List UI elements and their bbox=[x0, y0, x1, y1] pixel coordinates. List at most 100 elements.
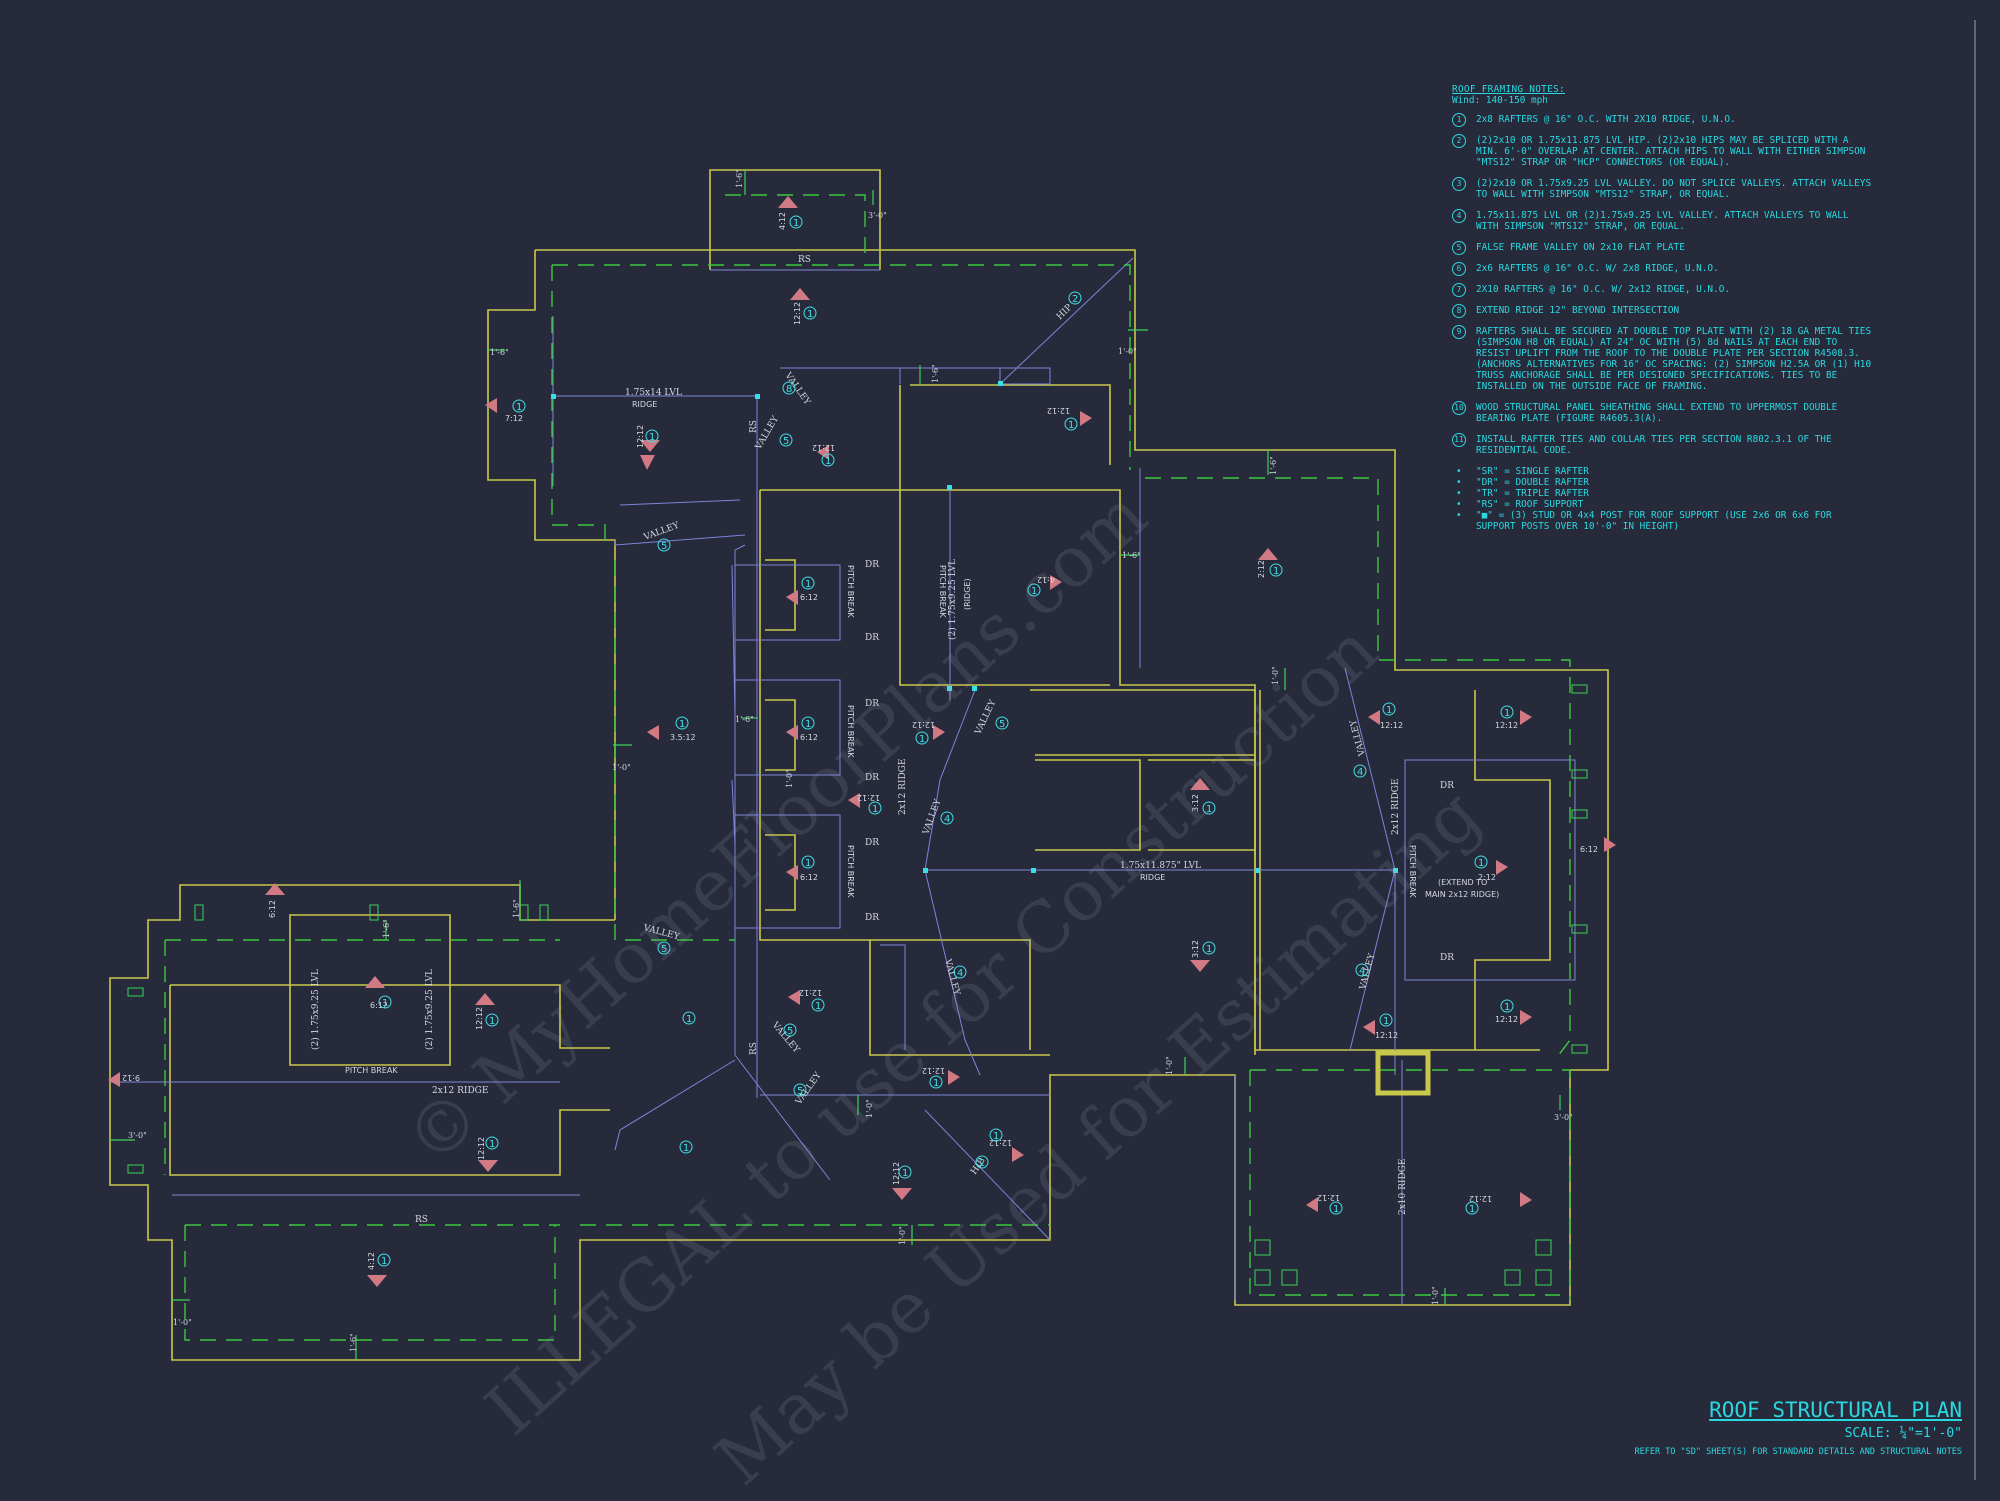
svg-text:1: 1 bbox=[805, 579, 811, 590]
svg-text:1: 1 bbox=[919, 734, 925, 745]
svg-text:6:12: 6:12 bbox=[800, 873, 818, 882]
svg-text:1'-6": 1'-6" bbox=[382, 919, 391, 938]
svg-text:1'-6": 1'-6" bbox=[1122, 551, 1141, 560]
svg-text:3'-0": 3'-0" bbox=[128, 1131, 147, 1140]
svg-text:1'-6": 1'-6" bbox=[735, 169, 744, 188]
svg-text:1: 1 bbox=[1206, 944, 1212, 955]
note-item: 9 RAFTERS SHALL BE SECURED AT DOUBLE TOP … bbox=[1452, 325, 1872, 392]
note-text: EXTEND RIDGE 12" BEYOND INTERSECTION bbox=[1476, 305, 1680, 316]
svg-text:1'-0": 1'-0" bbox=[898, 1226, 907, 1245]
svg-text:1: 1 bbox=[1478, 858, 1484, 869]
legend-item: "TR" = TRIPLE RAFTER bbox=[1452, 488, 1872, 499]
svg-text:12:12: 12:12 bbox=[922, 1066, 945, 1075]
svg-text:1: 1 bbox=[902, 1168, 908, 1179]
svg-text:1: 1 bbox=[805, 858, 811, 869]
svg-text:1: 1 bbox=[1469, 1204, 1475, 1215]
label-lvl-vertical: (2) 1.75x9.25 LVL bbox=[947, 559, 958, 640]
svg-text:1: 1 bbox=[805, 719, 811, 730]
svg-text:1'-0": 1'-0" bbox=[865, 1099, 874, 1118]
svg-text:12:12: 12:12 bbox=[1380, 721, 1403, 730]
note-tags bbox=[377, 215, 1514, 1267]
note-item: 3(2)2x10 OR 1.75x9.25 LVL VALLEY. DO NOT… bbox=[1452, 177, 1872, 200]
svg-text:12:12: 12:12 bbox=[1469, 1194, 1492, 1203]
svg-text:1: 1 bbox=[1504, 1002, 1510, 1013]
svg-text:5: 5 bbox=[999, 719, 1005, 730]
svg-text:1: 1 bbox=[793, 218, 799, 229]
svg-text:1: 1 bbox=[815, 1001, 821, 1012]
svg-text:6:12: 6:12 bbox=[268, 900, 277, 918]
svg-text:5: 5 bbox=[661, 944, 667, 955]
svg-text:1: 1 bbox=[1273, 566, 1279, 577]
label-extend-2: MAIN 2x12 RIDGE) bbox=[1425, 890, 1499, 899]
note-text: 1.75x11.875 LVL OR (2)1.75x9.25 LVL VALL… bbox=[1476, 210, 1849, 232]
svg-text:7:12: 7:12 bbox=[505, 414, 523, 423]
label-pitch-break-3: PITCH BREAK bbox=[846, 845, 855, 898]
svg-text:RS: RS bbox=[749, 1042, 759, 1055]
svg-text:DR: DR bbox=[865, 699, 879, 709]
svg-text:3'-0": 3'-0" bbox=[868, 211, 887, 220]
svg-text:4: 4 bbox=[1359, 966, 1365, 977]
label-ridge-main: 1.75x14 LVL bbox=[625, 388, 682, 398]
notes-title: ROOF FRAMING NOTES: bbox=[1452, 84, 1565, 95]
dimension-text: 1'-6" 3'-0" 1'-6" 1'-0" 1'-6" 1'-6" 1'-6… bbox=[128, 169, 1573, 1352]
svg-text:VALLEY: VALLEY bbox=[973, 698, 999, 737]
note-text: 2x6 RAFTERS @ 16" O.C. W/ 2x8 RIDGE, U.N… bbox=[1476, 263, 1719, 274]
svg-text:1'-0": 1'-0" bbox=[1165, 1056, 1174, 1075]
svg-text:12:12: 12:12 bbox=[912, 720, 935, 729]
bearing-marks bbox=[127, 684, 1588, 1286]
notes-legend: "SR" = SINGLE RAFTER"DR" = DOUBLE RAFTER… bbox=[1452, 466, 1872, 532]
svg-text:12:12: 12:12 bbox=[1495, 721, 1518, 730]
note-text: RAFTERS SHALL BE SECURED AT DOUBLE TOP P… bbox=[1476, 326, 1872, 392]
note-text: (2)2x10 OR 1.75x11.875 LVL HIP. (2)2x10 … bbox=[1476, 135, 1866, 168]
svg-text:1'-0": 1'-0" bbox=[173, 1318, 192, 1327]
svg-text:4: 4 bbox=[944, 814, 950, 825]
svg-text:1: 1 bbox=[1386, 705, 1392, 716]
svg-text:1'-6": 1'-6" bbox=[735, 715, 754, 724]
svg-text:1: 1 bbox=[489, 1016, 495, 1027]
hip-labels: HIP HIP bbox=[969, 303, 1074, 1177]
note-text: 2X10 RAFTERS @ 16" O.C. W/ 2x12 RIDGE, U… bbox=[1476, 284, 1730, 295]
svg-text:1: 1 bbox=[872, 804, 878, 815]
note-item: 2 (2)2x10 OR 1.75x11.875 LVL HIP. (2)2x10… bbox=[1452, 134, 1872, 168]
label-ridge-center: RIDGE bbox=[1140, 873, 1165, 882]
label-ridge-word: RIDGE bbox=[632, 400, 657, 409]
svg-text:6:12: 6:12 bbox=[1580, 845, 1598, 854]
svg-text:DR: DR bbox=[865, 913, 879, 923]
svg-text:DR: DR bbox=[865, 560, 879, 570]
svg-text:1'-6": 1'-6" bbox=[349, 1333, 358, 1352]
svg-text:DR: DR bbox=[865, 773, 879, 783]
svg-text:HIP: HIP bbox=[1055, 303, 1074, 322]
svg-text:2:12: 2:12 bbox=[1478, 873, 1496, 882]
label-lvl-left-a: (2) 1.75x9.25 LVL bbox=[310, 969, 321, 1050]
svg-text:3:12: 3:12 bbox=[1191, 940, 1200, 958]
svg-text:5: 5 bbox=[661, 541, 667, 552]
svg-text:12:12: 12:12 bbox=[793, 302, 802, 325]
svg-text:VALLEY: VALLEY bbox=[921, 797, 944, 837]
svg-text:6:12: 6:12 bbox=[800, 733, 818, 742]
svg-text:VALLEY: VALLEY bbox=[1348, 718, 1368, 758]
note-number: 1 bbox=[1452, 113, 1466, 127]
legend-item: "DR" = DOUBLE RAFTER bbox=[1452, 477, 1872, 488]
note-number: 9 bbox=[1452, 325, 1466, 339]
valley-labels: VALLEY VALLEY VALLEY VALLEY VALLEY VALLE… bbox=[641, 370, 1377, 1107]
svg-text:1: 1 bbox=[1333, 1204, 1339, 1215]
label-pitch-break-5: PITCH BREAK bbox=[1408, 845, 1417, 898]
svg-text:12:12: 12:12 bbox=[1047, 406, 1070, 415]
svg-text:1: 1 bbox=[1068, 420, 1074, 431]
svg-text:1'-0": 1'-0" bbox=[1118, 347, 1137, 356]
svg-text:4:12: 4:12 bbox=[778, 212, 787, 230]
svg-text:DR: DR bbox=[865, 633, 879, 643]
note-number: 3 bbox=[1452, 177, 1466, 191]
label-ridge-vertical: (RIDGE) bbox=[963, 578, 972, 610]
note-number: 2 bbox=[1452, 134, 1466, 148]
note-tag-numbers: 1 1 1 1 8 2 5 1 1 5 1 1 1 1 1 1 5 1 1 1 … bbox=[381, 218, 1510, 1267]
bearing-walls bbox=[164, 194, 1571, 1341]
svg-text:1: 1 bbox=[1383, 1016, 1389, 1027]
svg-text:2: 2 bbox=[979, 1158, 985, 1169]
drawing-reference: REFER TO "SD" SHEET(S) FOR STANDARD DETA… bbox=[1634, 1447, 1962, 1457]
note-number: 11 bbox=[1452, 433, 1466, 447]
